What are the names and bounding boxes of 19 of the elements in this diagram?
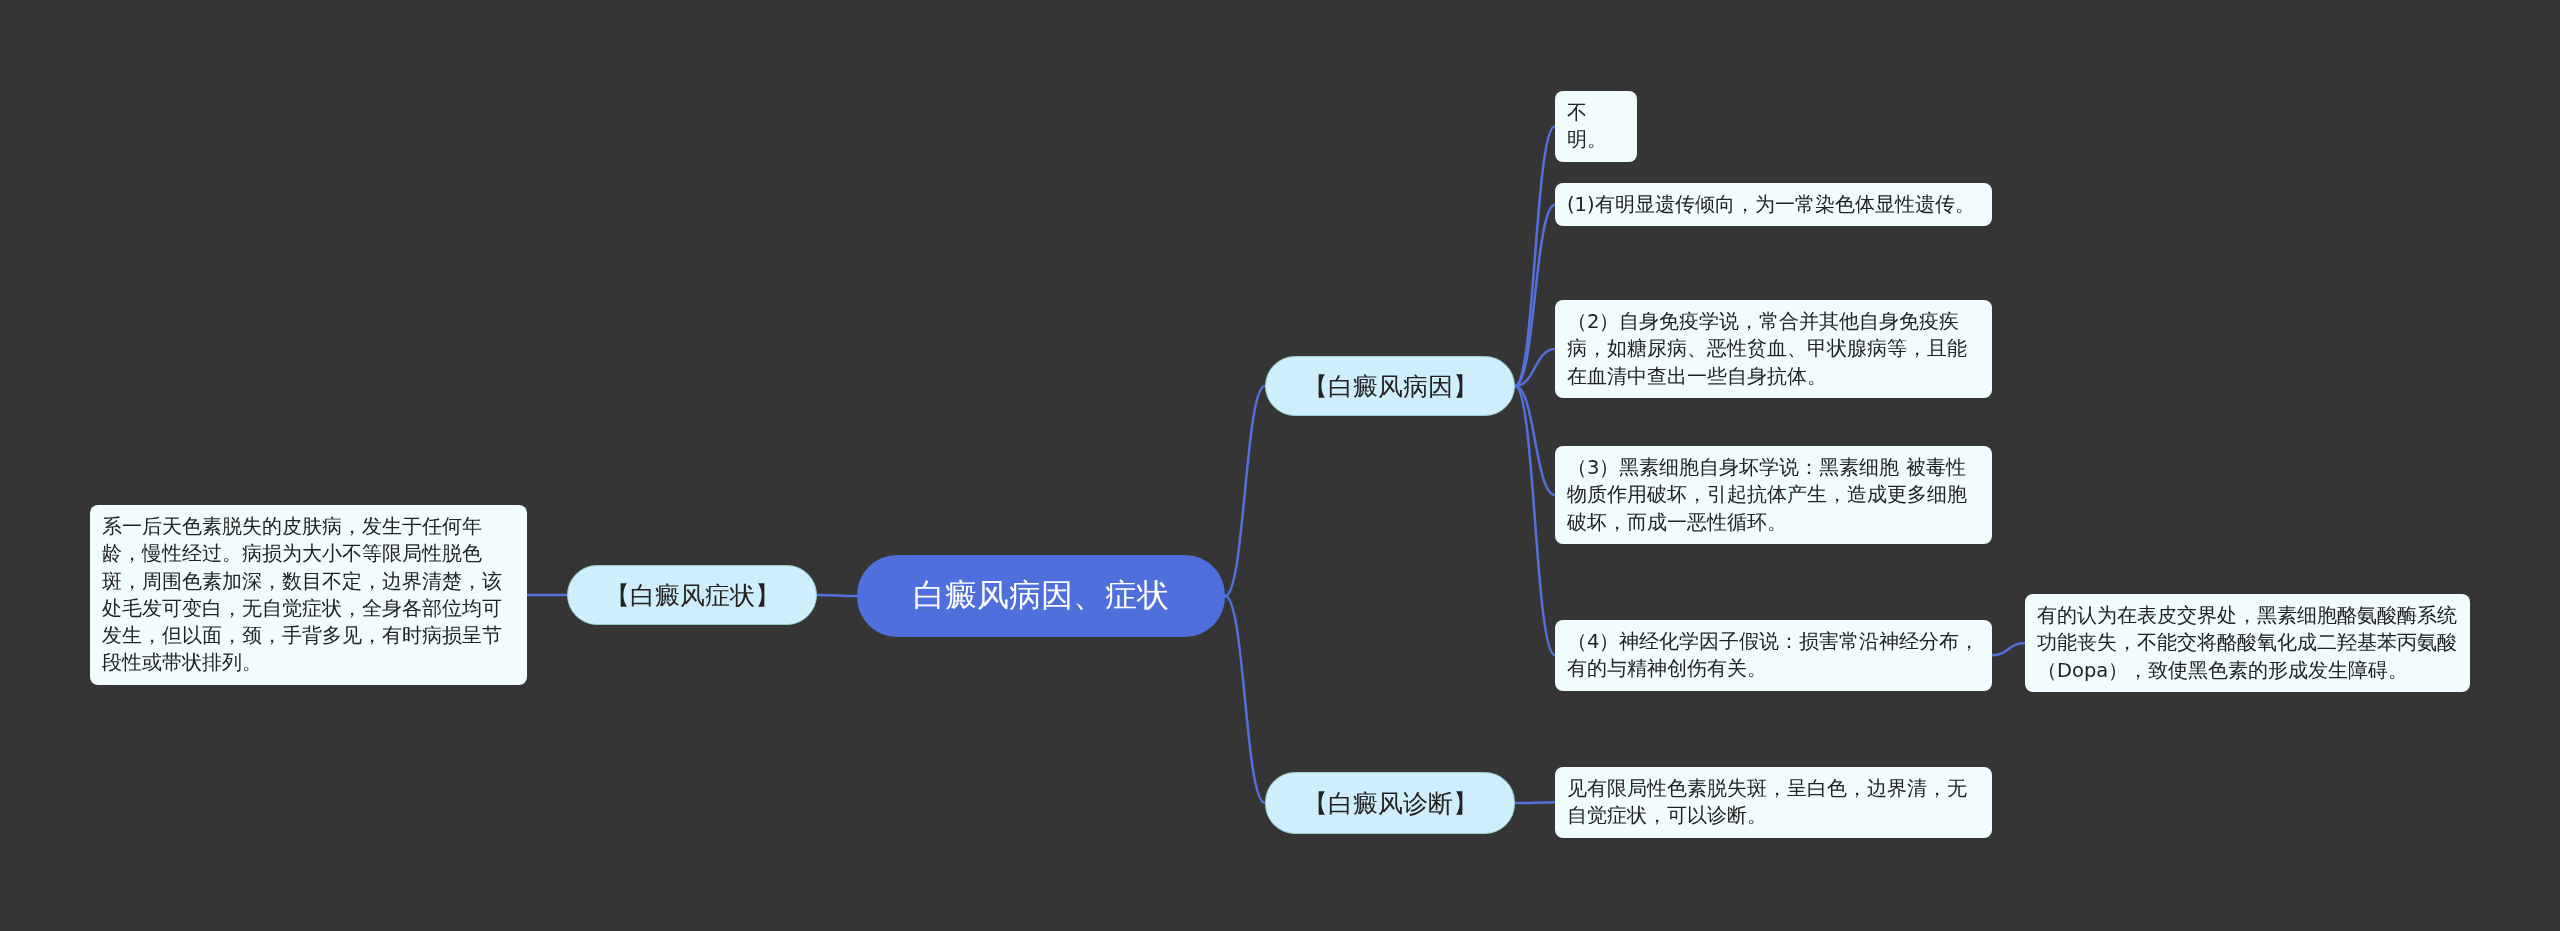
note-card: (1)有明显遗传倾向，为一常染色体显性遗传。 — [1555, 183, 1992, 227]
branch-topic: 【白癜风病因】 — [1265, 356, 1515, 416]
connector-line — [1991, 641, 2026, 657]
connector-line — [1515, 801, 1555, 805]
note-card: （3）黑素细胞自身坏学说：黑素细胞 被毒性物质作用破坏，引起抗体产生，造成更多细胞破坏，而成一恶性循环。 — [1555, 446, 1992, 544]
note-card: 系一后天色素脱失的皮肤病，发生于任何年龄，慢性经过。病损为大小不等限局性脱色斑，周围色素加深，数目不定，边界清楚，该处毛发可变白，无自觉症状，全身各部位均可发生，但以面，颈，手背多见，有时病损呈节段性或带状排列。 — [90, 505, 527, 685]
branch-topic: 【白癜风症状】 — [567, 565, 817, 625]
note-card: 不明。 — [1555, 91, 1637, 162]
connector-line — [527, 593, 567, 597]
connector-line — [817, 593, 857, 598]
branch-topic: 【白癜风诊断】 — [1265, 772, 1515, 834]
note-card: 见有限局性色素脱失斑，呈白色，边界清，无自觉症状，可以诊断。 — [1555, 767, 1992, 838]
note-card: （2）自身免疫学说，常合并其他自身免疫疾病，如糖尿病、恶性贫血、甲状腺病等，且能在血清中查出一些自身抗体。 — [1555, 300, 1992, 398]
note-card: （4）神经化学因子假说：损害常沿神经分布，有的与精神创伤有关。 — [1555, 620, 1992, 691]
connector-line — [1224, 385, 1266, 597]
connector-line — [1514, 385, 1556, 657]
central-topic: 白癜风病因、症状 — [857, 555, 1225, 637]
note-card: 有的认为在表皮交界处，黑素细胞酪氨酸酶系统功能丧失，不能交将酪酸氧化成二羟基苯丙氨酸（Dopa），致使黑色素的形成发生障碍。 — [2025, 594, 2470, 692]
connector-line — [1224, 595, 1266, 804]
